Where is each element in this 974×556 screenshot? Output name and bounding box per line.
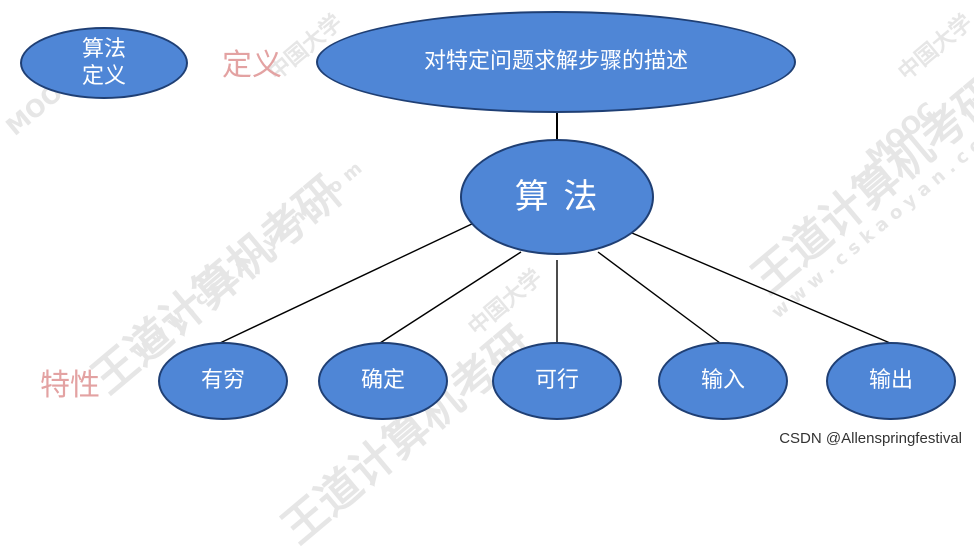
- definition-node: 算法 定义: [20, 27, 188, 99]
- connector-lines: [219, 110, 891, 344]
- connector-center-property-5: [631, 232, 891, 344]
- property-label: 特性: [40, 368, 100, 403]
- definition-label: 定义: [222, 48, 282, 83]
- property-node-output: 输出: [826, 342, 956, 420]
- property-node-definite: 确定: [318, 342, 448, 420]
- credit-text: CSDN @Allenspringfestival: [779, 430, 962, 447]
- property-node-feasible: 可行: [492, 342, 622, 420]
- property-node-input: 输入: [658, 342, 788, 420]
- connector-center-property-4: [597, 251, 721, 344]
- diagram-stage: 王道计算机考研 王道计算机考研 王道计算机考研 w w w . c s k a …: [1, 10, 974, 554]
- connector-center-property-1: [219, 221, 477, 344]
- connector-center-property-2: [379, 251, 522, 344]
- center-node-algorithm: 算 法: [460, 139, 654, 255]
- definition-text-node: 对特定问题求解步骤的描述: [316, 11, 796, 113]
- property-node-finite: 有穷: [158, 342, 288, 420]
